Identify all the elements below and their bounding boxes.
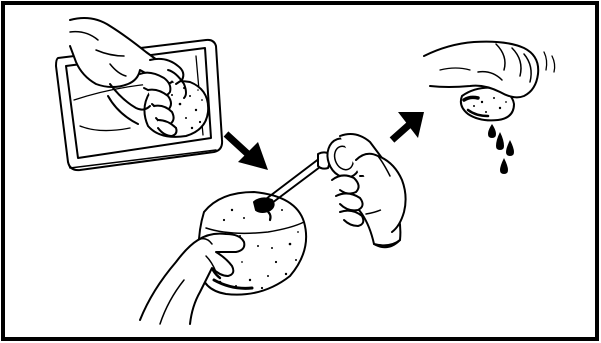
oil-filter-cleaning-illustration [0, 0, 601, 343]
illustration-canvas [0, 0, 601, 343]
